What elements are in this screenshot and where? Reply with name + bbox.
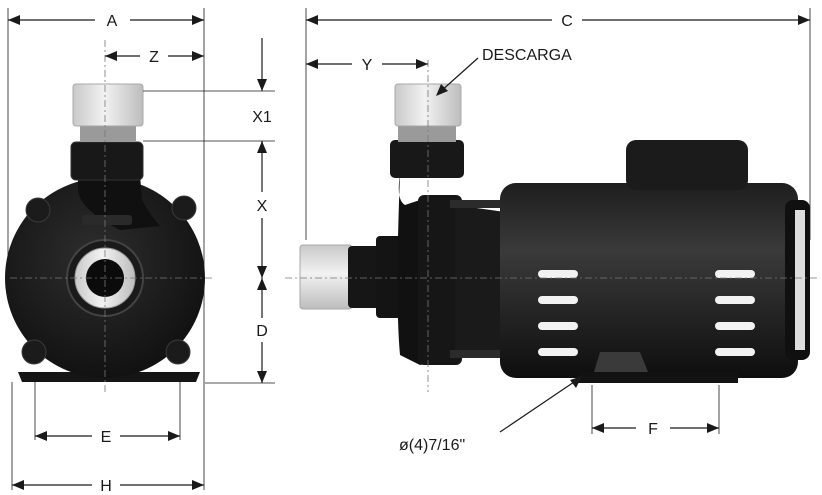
front-view (5, 83, 205, 382)
dimension-lines (8, 15, 810, 490)
side-vent-slots-right (715, 270, 755, 356)
front-logo-band (82, 215, 132, 225)
bolt-hole-label: ø(4)7/16" (399, 437, 465, 454)
side-bracket (455, 205, 505, 358)
front-boss-br (165, 339, 191, 365)
dim-label-d: D (256, 323, 268, 340)
dim-label-e: E (101, 429, 112, 446)
side-foot-pad (594, 352, 648, 372)
front-boss-tl (25, 197, 51, 223)
side-motor-foot (578, 372, 738, 383)
center-lines (10, 40, 820, 392)
side-bolt-top (450, 200, 508, 208)
side-vent-slots-left (538, 270, 578, 356)
front-discharge-fitting (72, 83, 144, 127)
dim-label-y: Y (362, 57, 373, 74)
discharge-label: DESCARGA (482, 47, 572, 64)
side-capacitor-box (626, 140, 748, 190)
front-union-nut (70, 141, 144, 181)
dim-label-f: F (648, 421, 658, 438)
side-discharge-thread (398, 124, 456, 142)
dim-label-a: A (107, 13, 118, 30)
side-suction-nut (348, 246, 380, 308)
side-suction-fitting (299, 244, 353, 310)
side-view (299, 83, 810, 383)
side-bolt-bottom (450, 350, 508, 358)
side-volute-flange (418, 195, 462, 365)
extension-lines (7, 8, 811, 490)
dim-label-x1: X1 (252, 109, 272, 126)
dim-label-x: X (257, 198, 268, 215)
front-boss-bl (21, 339, 47, 365)
front-union-thread (80, 124, 136, 142)
dim-label-h: H (100, 478, 112, 495)
side-end-plate (795, 210, 805, 350)
dim-label-c: C (561, 13, 573, 30)
side-discharge-nut (390, 140, 464, 178)
front-boss-tr (171, 195, 197, 221)
dim-label-z: Z (149, 49, 159, 66)
